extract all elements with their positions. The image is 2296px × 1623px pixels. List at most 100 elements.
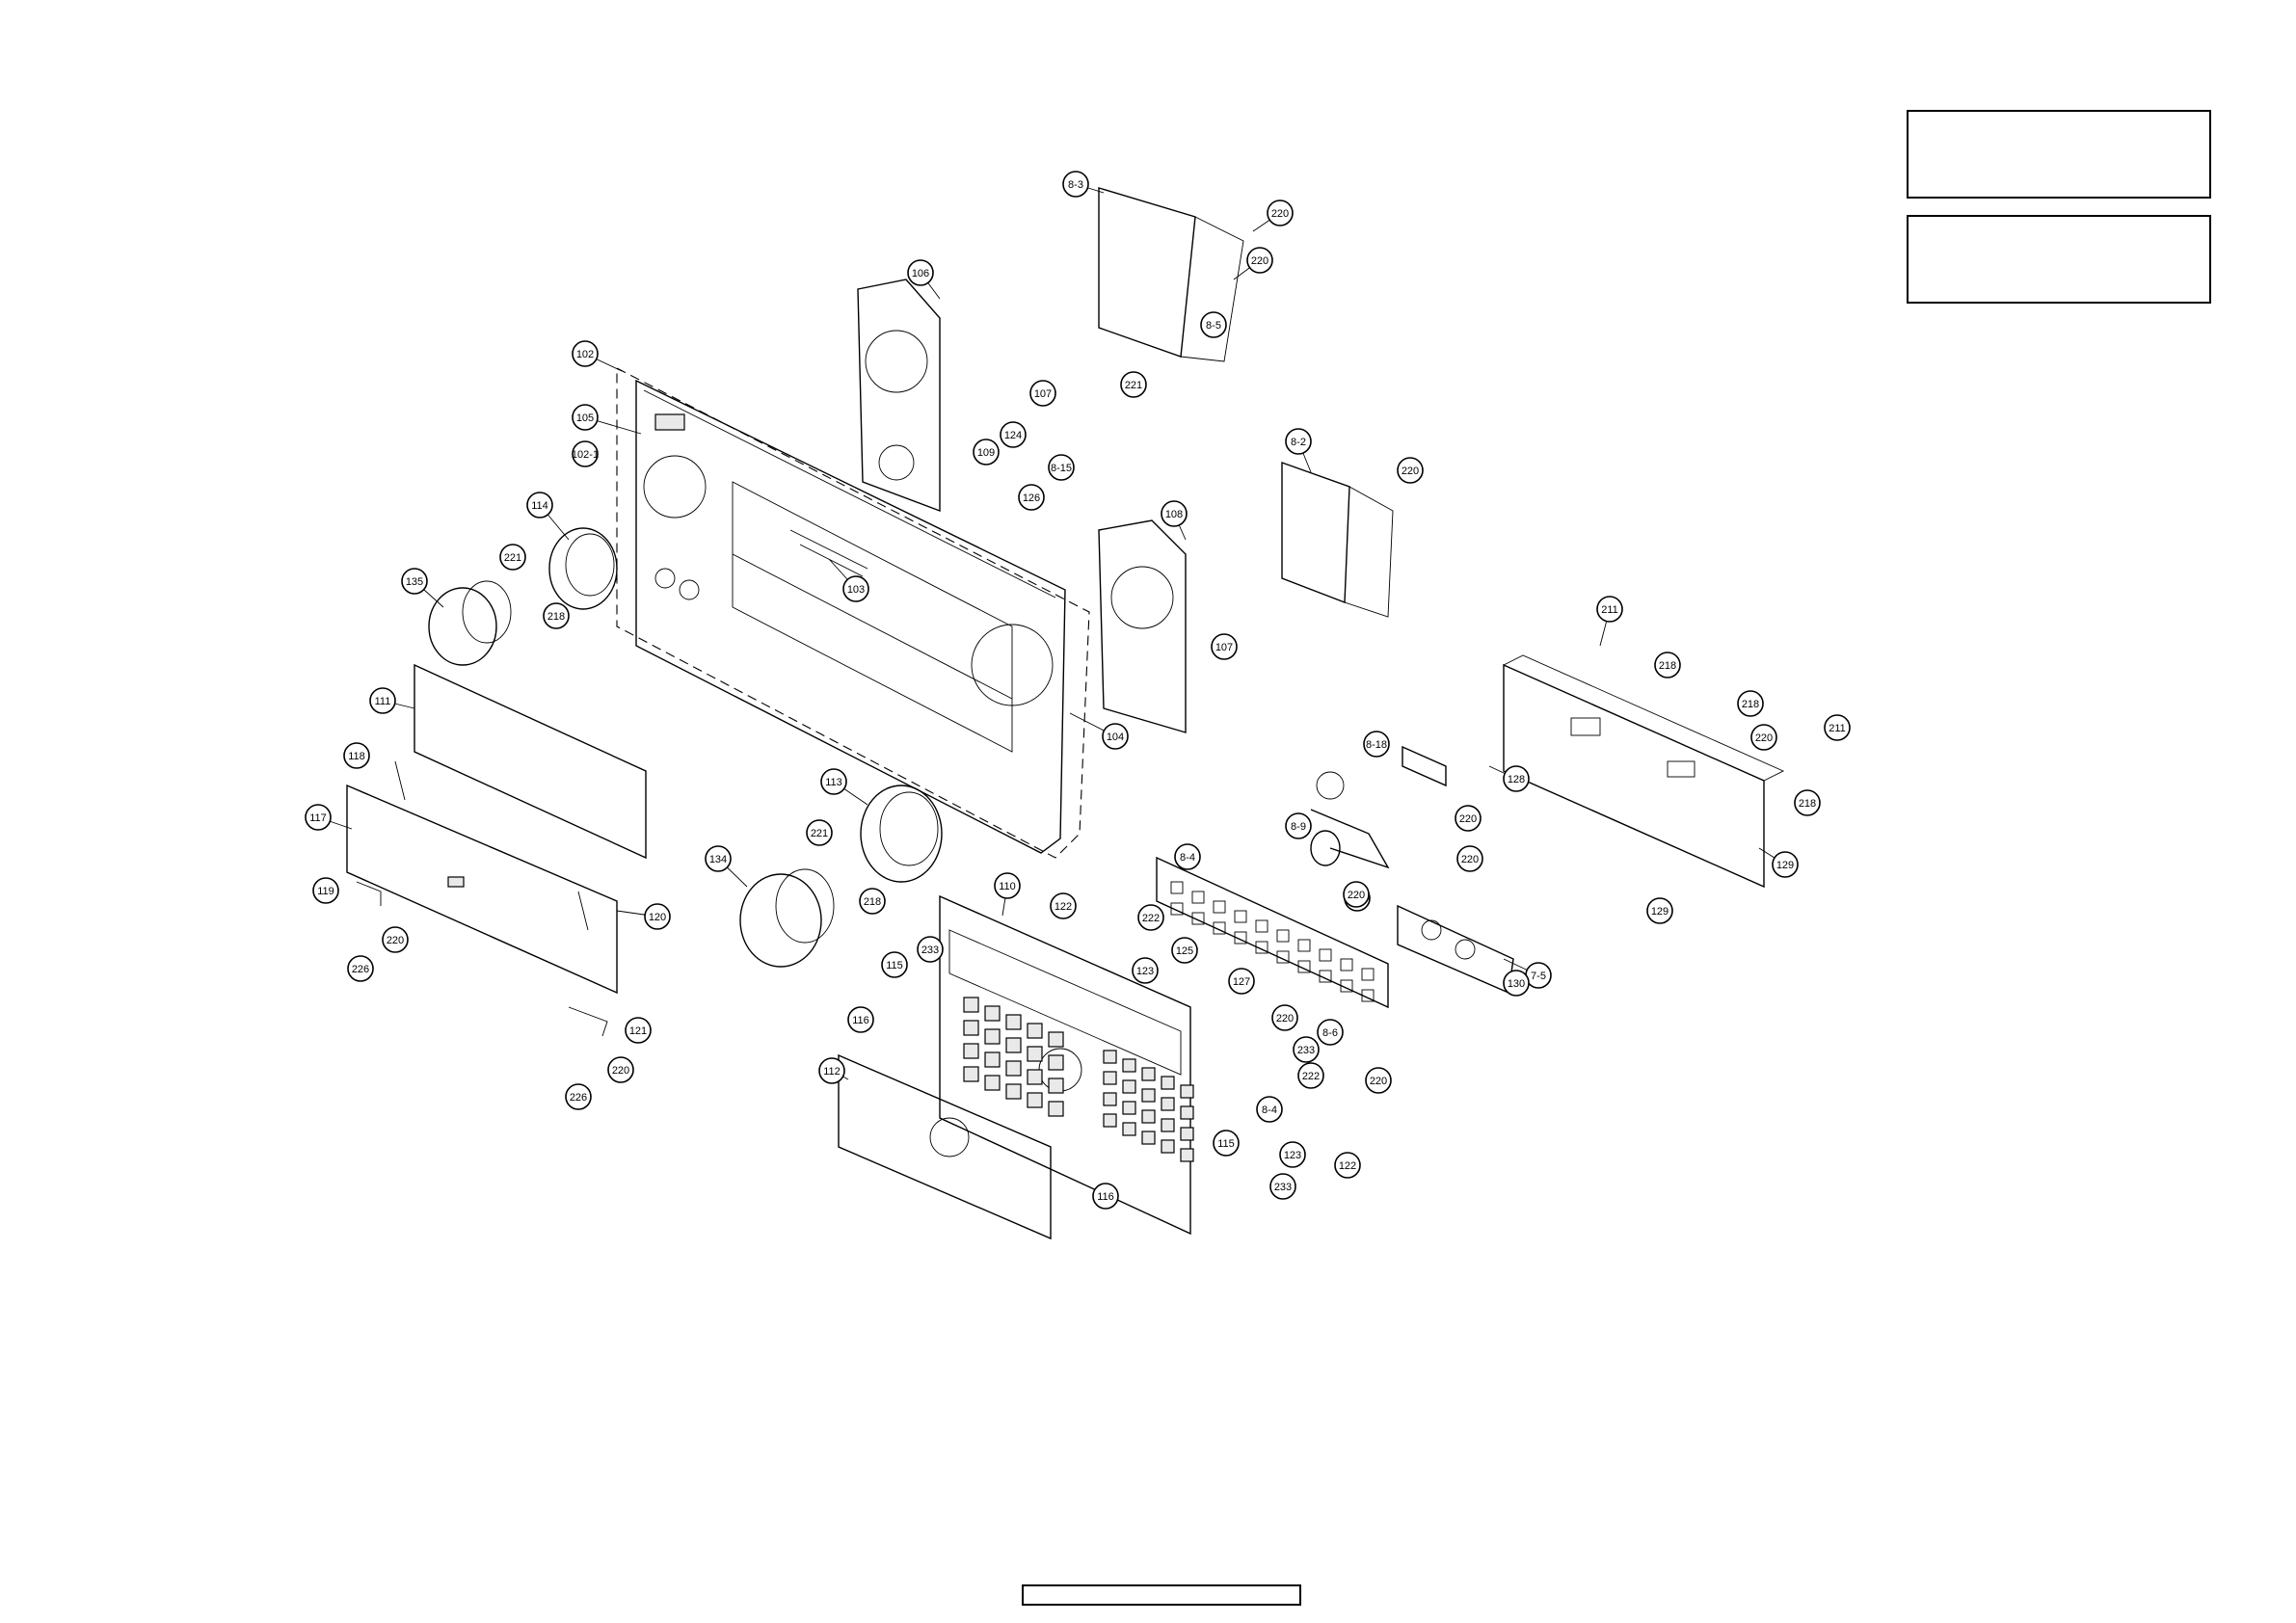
part-label-circle [1171, 937, 1198, 964]
pcb-switch [1319, 970, 1332, 983]
part-label: 105 [572, 404, 599, 431]
part-label-circle [1343, 881, 1370, 908]
part-label: 117 [305, 804, 332, 831]
part-label-text: 220 [1755, 732, 1773, 744]
part-label-text: 7-5 [1531, 971, 1546, 982]
part-label-circle [1228, 968, 1255, 995]
keypad-key [1141, 1131, 1156, 1145]
part-label-circle [644, 903, 671, 930]
keypad-key [1005, 1037, 1022, 1053]
part-label: 220 [1267, 200, 1294, 226]
pcb-switch [1213, 921, 1226, 935]
part-label-text: 218 [1799, 798, 1816, 810]
part-label: 221 [499, 544, 526, 571]
pcb-8-4 [1156, 856, 1389, 1009]
part-label: 220 [1343, 881, 1370, 908]
pcb-switch [1361, 989, 1375, 1002]
part-label: 112 [818, 1057, 845, 1084]
part-label: 8-18 [1363, 731, 1390, 758]
part-label-text: 113 [825, 777, 842, 788]
keypad-key [1103, 1113, 1117, 1128]
part-label-text: 107 [1215, 642, 1233, 653]
part-label-text: 218 [547, 611, 565, 623]
part-label-text: 116 [852, 1015, 869, 1026]
part-label: 102 [572, 340, 599, 367]
keypad-key [1103, 1071, 1117, 1085]
part-label: 110 [994, 872, 1021, 899]
part-label-circle [1363, 731, 1390, 758]
part-label-circle [369, 687, 396, 714]
part-label: 111 [369, 687, 396, 714]
part-label-circle [499, 544, 526, 571]
part-label-circle [820, 768, 847, 795]
keypad-key [1122, 1079, 1136, 1094]
part-label: 233 [1293, 1036, 1320, 1063]
part-label: 7-5 [1525, 962, 1552, 989]
bracket-108 [1098, 519, 1187, 733]
part-label-circle [1211, 633, 1238, 660]
part-label: 116 [1092, 1183, 1119, 1210]
pcb-switch [1170, 881, 1184, 894]
part-label-circle [1334, 1152, 1361, 1179]
keypad-key [1141, 1088, 1156, 1103]
part-label-text: 220 [612, 1065, 629, 1077]
part-label-text: 8-9 [1291, 821, 1306, 833]
pcb-switch [1170, 902, 1184, 916]
keypad-key [1005, 1014, 1022, 1030]
part-label-text: 119 [317, 886, 334, 897]
keypad-key [1180, 1084, 1194, 1099]
part-label-text: 8-5 [1206, 320, 1221, 332]
part-label-text: 218 [1742, 699, 1759, 710]
part-label: 122 [1334, 1152, 1361, 1179]
pcb-switch [1234, 910, 1247, 923]
pcb-switch [1297, 939, 1311, 952]
part-label: 121 [625, 1017, 652, 1044]
part-label-text: 124 [1004, 430, 1022, 441]
part-label: 119 [312, 877, 339, 904]
keypad-key [1161, 1139, 1175, 1154]
part-label-text: 110 [999, 881, 1016, 892]
part-label-circle [1737, 690, 1764, 717]
pcb-switch [1340, 979, 1353, 993]
part-label-circle [818, 1057, 845, 1084]
keypad-key [1180, 1105, 1194, 1120]
part-label-circle [973, 439, 1000, 466]
pcb-8-2 [1281, 462, 1394, 618]
part-label-text: 233 [921, 945, 939, 956]
keypad-key [1161, 1076, 1175, 1090]
part-label-circle [1161, 500, 1188, 527]
part-label-text: 218 [1659, 660, 1676, 672]
part-label: 220 [1246, 247, 1273, 274]
part-label-circle [1503, 765, 1530, 792]
ring-113 [860, 785, 943, 883]
part-label-circle [347, 955, 374, 982]
part-label: 218 [1654, 652, 1681, 678]
part-label: 102-1 [572, 440, 599, 467]
part-label-circle [401, 568, 428, 595]
part-label: 129 [1772, 851, 1799, 878]
part-label-text: 233 [1297, 1045, 1315, 1056]
part-label-text: 116 [1097, 1191, 1114, 1203]
footer-box [1022, 1584, 1301, 1606]
keypad-grid [963, 997, 1194, 1162]
part-label-text: 211 [1829, 723, 1846, 734]
part-label-circle [382, 926, 409, 953]
sub-panel-110 [939, 894, 1191, 1236]
keypad-key [1027, 1069, 1043, 1085]
part-label-text: 135 [406, 576, 423, 588]
part-label-circle [1092, 1183, 1119, 1210]
part-label-circle [1029, 380, 1056, 407]
part-label-circle [842, 575, 869, 602]
part-label-text: 125 [1176, 945, 1193, 957]
part-label-text: 8-4 [1262, 1104, 1277, 1116]
part-label: 103 [842, 575, 869, 602]
part-label: 226 [565, 1083, 592, 1110]
part-label-circle [1174, 843, 1201, 870]
pcb-switch [1276, 929, 1290, 943]
part-label: 218 [1794, 789, 1821, 816]
part-label-circle [1102, 723, 1129, 750]
part-label: 134 [705, 845, 732, 872]
keypad-key [1161, 1097, 1175, 1111]
part-label-circle [1750, 724, 1777, 751]
